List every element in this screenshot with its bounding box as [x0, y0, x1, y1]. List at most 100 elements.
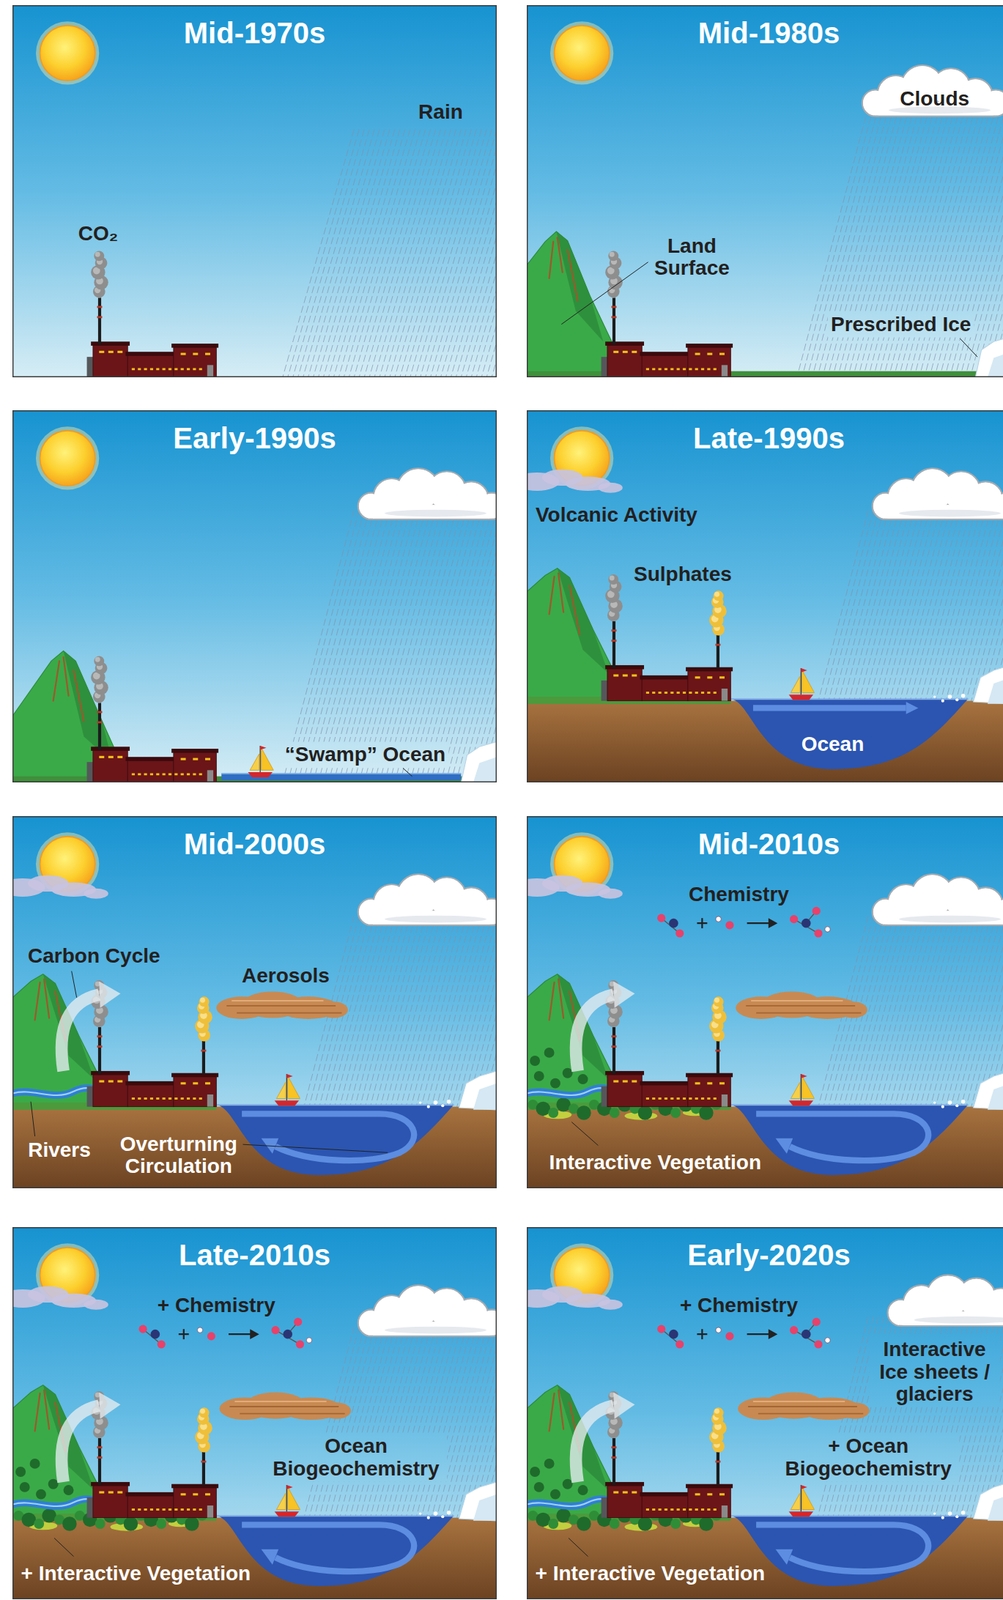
tree: [19, 1482, 31, 1493]
boat-sail: [790, 676, 801, 693]
factory-window: [192, 367, 196, 370]
reaction-arrow: [228, 1333, 252, 1335]
factory-window: [144, 1508, 148, 1511]
rain-streak: [303, 129, 375, 378]
factory-window: [150, 367, 154, 370]
factory-window: [652, 691, 655, 694]
mountain-ridge: [549, 982, 555, 1020]
carbon-cycle-head: [613, 1392, 635, 1419]
tree: [609, 1107, 620, 1119]
rain-streak: [369, 509, 441, 783]
factory-window: [174, 1508, 178, 1511]
factory-window: [622, 1490, 628, 1494]
factory-building: [607, 1485, 642, 1519]
rain-streak: [893, 106, 965, 378]
cloud: [872, 874, 1003, 926]
factory-window: [98, 350, 105, 354]
era-panel: Mid-2010sChemistryInteractive Vegetation: [526, 816, 1003, 1189]
factory-door: [721, 688, 728, 702]
overturning-head: [775, 1138, 794, 1154]
factory-roof: [90, 341, 130, 346]
component-label: Ocean Biogeochemistry: [268, 1435, 444, 1480]
cloud-base: [367, 909, 496, 926]
atom: [675, 1340, 684, 1349]
factory-window: [713, 691, 717, 694]
factory-window: [108, 756, 114, 759]
chimney-band: [97, 1035, 103, 1038]
factory-window: [676, 1508, 680, 1511]
factory-window: [108, 1079, 114, 1083]
factory-building: [127, 759, 174, 783]
factory-window: [695, 1493, 701, 1496]
factory-window: [707, 353, 713, 356]
factory-window: [707, 691, 710, 694]
leader-line: [959, 338, 978, 357]
chimney: [612, 1438, 616, 1486]
rain-streak: [832, 106, 904, 378]
ice-shade: [987, 1083, 1003, 1110]
rain-streak: [394, 509, 466, 783]
carbon-cycle-head: [98, 1392, 121, 1419]
aerosol-streak: [239, 1413, 345, 1415]
factory-window: [652, 1097, 655, 1100]
factory-door: [207, 1505, 214, 1519]
era-title: Mid-1970s: [12, 16, 497, 50]
factory-roof: [171, 343, 219, 349]
chimney-band: [97, 1446, 103, 1449]
factory-door: [721, 1094, 728, 1108]
factory-building: [93, 749, 128, 783]
tree: [63, 1485, 74, 1496]
mountain-ridge: [35, 982, 41, 1020]
tree: [95, 1518, 106, 1530]
rain-streak: [308, 129, 380, 378]
factory-window: [613, 350, 619, 354]
overturning-head: [775, 1549, 794, 1565]
factory-window: [701, 691, 705, 694]
mountain-ridge: [569, 585, 580, 635]
mountain-ridge: [35, 1393, 41, 1431]
chimney: [98, 1027, 102, 1075]
rain-streak: [333, 509, 405, 783]
mountain-ridge: [549, 1393, 555, 1431]
rain-streak: [883, 106, 955, 378]
surf-foam: [933, 695, 936, 698]
rain-streak: [405, 129, 477, 378]
boat-sail: [249, 753, 260, 771]
cloud-base: [367, 1320, 496, 1337]
chimney-band: [97, 720, 103, 724]
era-panel: Mid-1980sCloudsLand SurfacePrescribed Ic…: [526, 5, 1003, 378]
factory-window: [192, 1493, 198, 1496]
factory-window: [664, 1508, 668, 1511]
rain-streak: [328, 509, 400, 783]
atom: [675, 929, 684, 938]
panel-frame: [527, 1227, 1003, 1600]
atom: [725, 920, 734, 930]
tree: [562, 1068, 573, 1079]
chimney-band: [611, 315, 617, 318]
factory-window: [199, 1097, 203, 1100]
rain-streak: [934, 106, 1003, 378]
sky: [12, 5, 497, 378]
era-panel: Late-2010s+ ChemistryOcean Biogeochemist…: [12, 1227, 497, 1600]
factory-window: [658, 1508, 662, 1511]
chimney-band: [97, 711, 103, 714]
rain-streak: [323, 509, 395, 783]
atom: [801, 1329, 812, 1340]
cloud-shade: [898, 509, 1001, 518]
tree: [550, 1489, 561, 1500]
mountain-ridge: [73, 670, 84, 722]
carbon-cycle-arrow: [575, 994, 614, 1072]
factory-window: [713, 1508, 717, 1511]
sulphate-smoke: [199, 1407, 210, 1418]
chimney-band: [97, 1456, 103, 1459]
co2-smoke-light: [95, 657, 101, 663]
factory-window: [682, 691, 686, 694]
sky: [12, 816, 497, 1189]
rain-streak: [486, 129, 497, 378]
rain-streak: [455, 509, 497, 783]
chimney-band: [611, 1456, 617, 1459]
boat-flag: [260, 745, 266, 751]
boat-flag: [800, 668, 807, 673]
cloud: [358, 468, 497, 520]
rain-streak: [348, 509, 420, 783]
